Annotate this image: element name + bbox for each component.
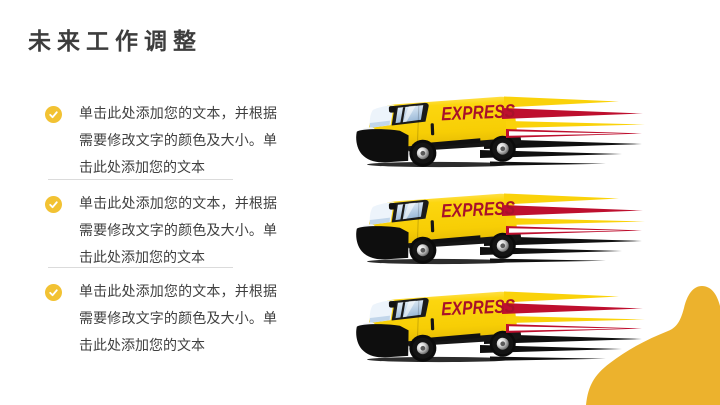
check-circle-icon xyxy=(45,106,62,123)
divider-line xyxy=(48,267,233,268)
express-label: EXPRESS xyxy=(441,296,516,320)
express-label: EXPRESS xyxy=(441,101,516,125)
check-circle-icon xyxy=(45,196,62,213)
express-van-illustration-3: EXPRESS xyxy=(354,290,645,366)
express-van-illustration-1: EXPRESS xyxy=(354,95,645,171)
bullet-text: 单击此处添加您的文本，并根据需要修改文字的颜色及大小。单击此处添加您的文本 xyxy=(79,195,277,265)
bullet-item-1: 单击此处添加您的文本，并根据需要修改文字的颜色及大小。单击此处添加您的文本 xyxy=(45,100,285,181)
page-title: 未来工作调整 xyxy=(28,28,202,54)
express-van-illustration-2: EXPRESS xyxy=(354,192,645,268)
check-circle-icon xyxy=(45,284,62,301)
bullet-text: 单击此处添加您的文本，并根据需要修改文字的颜色及大小。单击此处添加您的文本 xyxy=(79,283,277,353)
bullet-item-2: 单击此处添加您的文本，并根据需要修改文字的颜色及大小。单击此处添加您的文本 xyxy=(45,190,285,271)
bullet-item-3: 单击此处添加您的文本，并根据需要修改文字的颜色及大小。单击此处添加您的文本 xyxy=(45,278,285,359)
corner-blob-decoration xyxy=(586,286,720,405)
divider-line xyxy=(48,179,233,180)
bullet-text: 单击此处添加您的文本，并根据需要修改文字的颜色及大小。单击此处添加您的文本 xyxy=(79,105,277,175)
express-label: EXPRESS xyxy=(441,198,516,222)
